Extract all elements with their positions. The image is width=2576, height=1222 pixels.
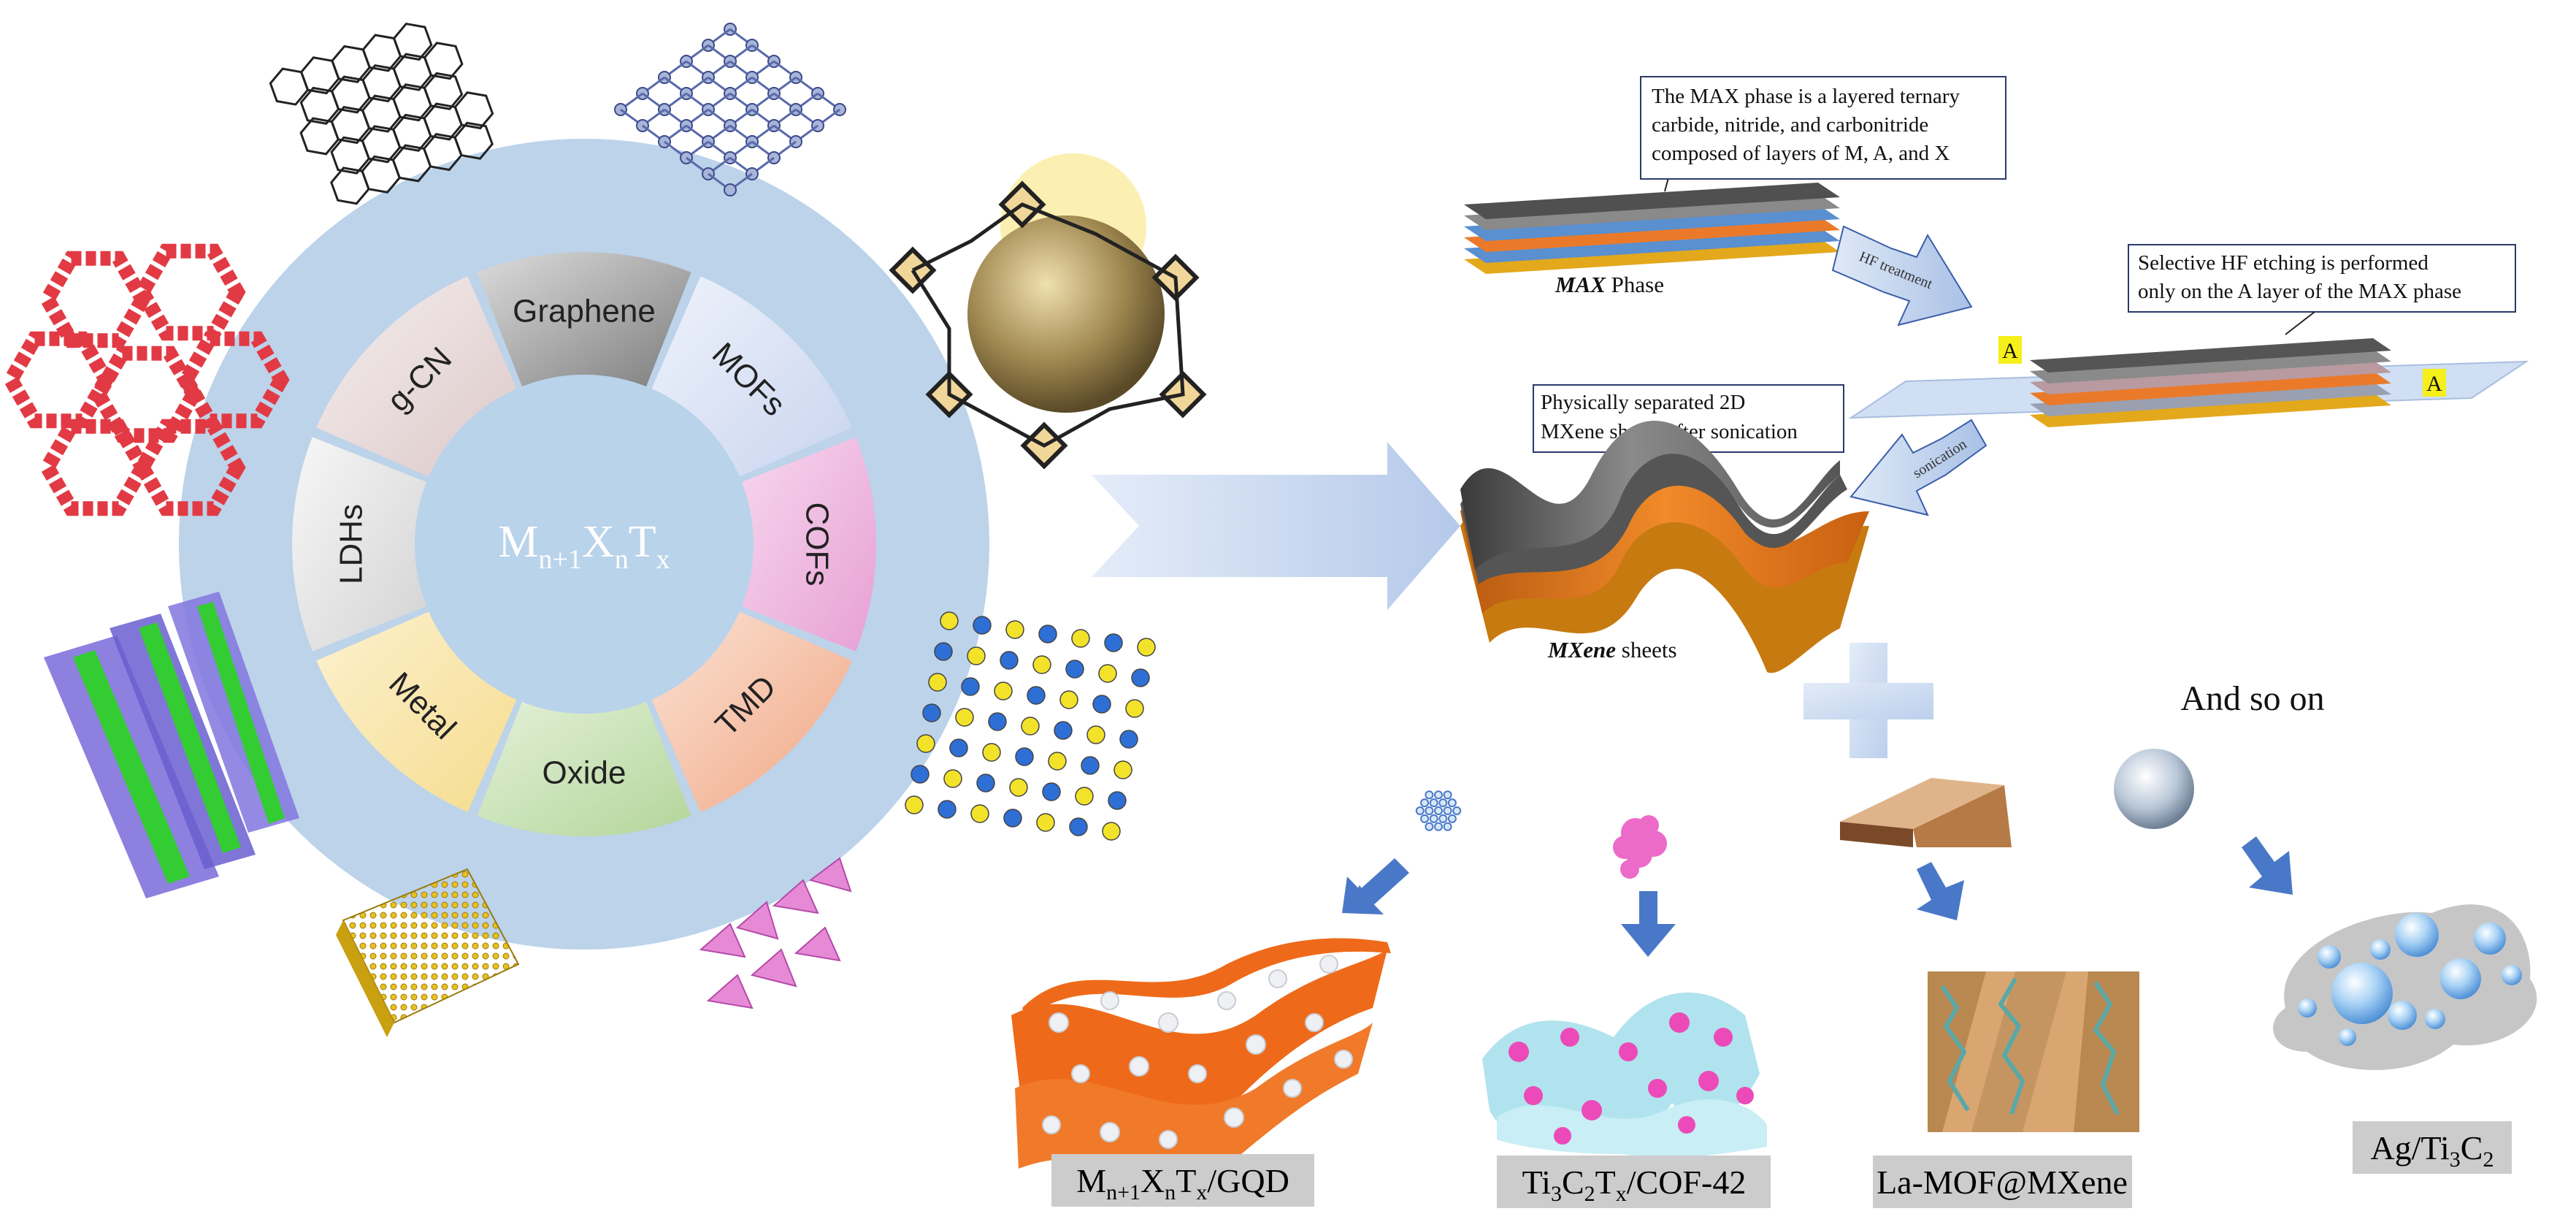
plus-sign	[1803, 643, 1933, 758]
segment-label: Graphene	[513, 294, 656, 329]
segment-label: COFs	[799, 503, 835, 587]
caption-ag: Ag/Ti3C2	[2371, 1129, 2494, 1172]
segment-label: Oxide	[543, 755, 626, 791]
cof42-composite-image	[1482, 993, 1767, 1157]
ag-composite-image	[2273, 904, 2537, 1070]
cof42-cluster	[1613, 815, 1667, 879]
sonication-arrow: sonication	[1851, 420, 1986, 515]
separated-callout-line-1: Physically separated 2D	[1541, 391, 1745, 414]
etching-callout-line	[2285, 312, 2315, 335]
max-callout-line-2: carbide, nitride, and carbonitride	[1652, 113, 1928, 137]
blue-arrows	[1342, 836, 2293, 957]
caption-lamof: La-MOF@MXene	[1877, 1164, 2128, 1201]
max-phase-stack	[1464, 183, 1840, 274]
max-callout: The MAX phase is a layered ternary carbi…	[1641, 77, 2006, 179]
lamof-composite-image	[1928, 971, 2139, 1132]
and-so-on-label: And so on	[2180, 679, 2324, 718]
a-marker-left-label: A	[2002, 339, 2018, 363]
hf-treatment-arrow: HF treatment	[1833, 226, 1971, 325]
max-callout-line-1: The MAX phase is a layered ternary	[1652, 85, 1960, 108]
etching-callout: Selective HF etching is performed only o…	[2128, 245, 2515, 312]
mxene-sheets	[1460, 421, 1869, 673]
la-mof-prism	[1840, 778, 2012, 847]
segment-label: LDHs	[334, 504, 369, 584]
a-marker-right-label: A	[2426, 372, 2442, 396]
gqd-molecule	[1417, 791, 1460, 830]
silver-sphere	[2114, 749, 2194, 829]
max-callout-line-3: composed of layers of M, A, and X	[1652, 142, 1950, 165]
etching-callout-line-1: Selective HF etching is performed	[2138, 251, 2429, 275]
etching-callout-line-2: only on the A layer of the MAX phase	[2138, 280, 2461, 303]
mxene-sheets-label: MXene sheets	[1547, 637, 1677, 662]
center-formula: Mn+1XnTx	[498, 517, 670, 575]
big-arrow	[1092, 442, 1460, 610]
max-phase-label: MAX Phase	[1555, 272, 1664, 297]
gqd-composite-image	[1011, 938, 1391, 1169]
